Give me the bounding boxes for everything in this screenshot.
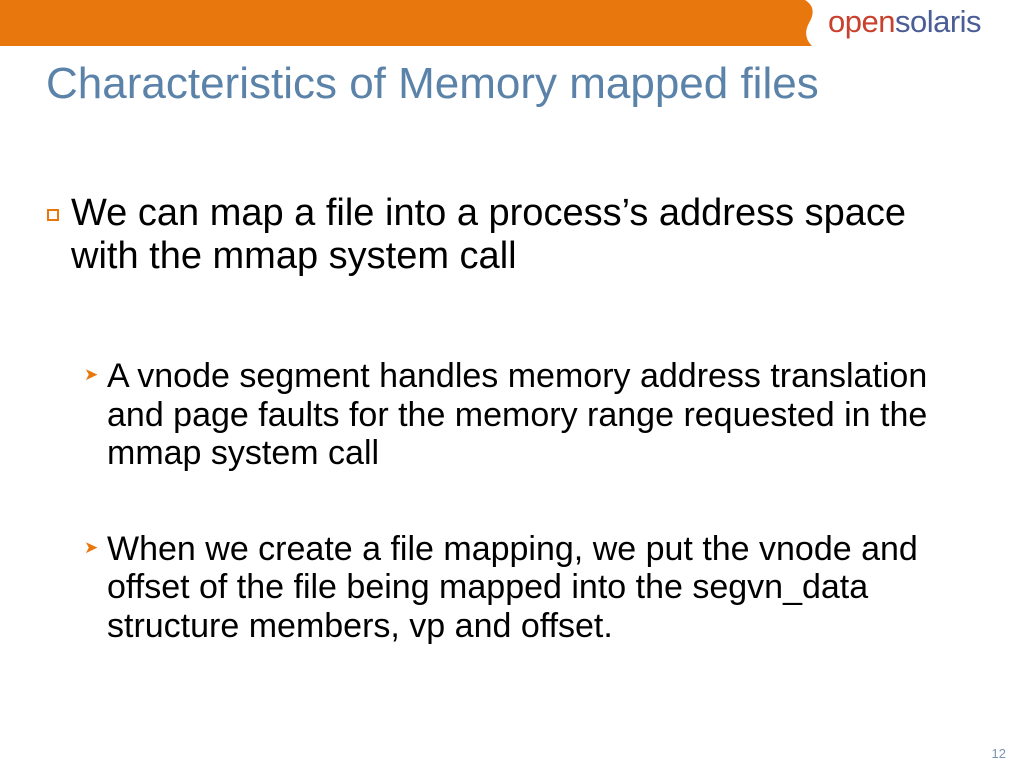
- sub-bullet-text: A vnode segment handles memory address t…: [107, 357, 928, 472]
- bullet-list: We can map a file into a process’s addre…: [44, 192, 974, 645]
- bullet-item: We can map a file into a process’s addre…: [44, 192, 974, 278]
- bullet-text: We can map a file into a process’s addre…: [71, 192, 907, 277]
- header-orange-band: [0, 0, 813, 46]
- sub-bullet-item: ➤ When we create a file mapping, we put …: [44, 530, 974, 646]
- page-number: 12: [991, 746, 1006, 761]
- opensolaris-logo: opensolaris: [828, 3, 982, 41]
- sub-bullet-text: When we create a file mapping, we put th…: [107, 529, 918, 645]
- chevron-right-bullet-icon: ➤: [84, 537, 99, 558]
- logo-open-text: open: [828, 4, 895, 39]
- hollow-square-bullet-icon: [47, 209, 59, 221]
- chevron-right-bullet-icon: ➤: [84, 365, 99, 385]
- slide-title: Characteristics of Memory mapped files: [46, 59, 819, 108]
- logo-solaris-text: solaris: [894, 4, 982, 39]
- sub-bullet-item: ➤ A vnode segment handles memory address…: [44, 357, 974, 473]
- header-bar: opensolaris: [0, 0, 1023, 46]
